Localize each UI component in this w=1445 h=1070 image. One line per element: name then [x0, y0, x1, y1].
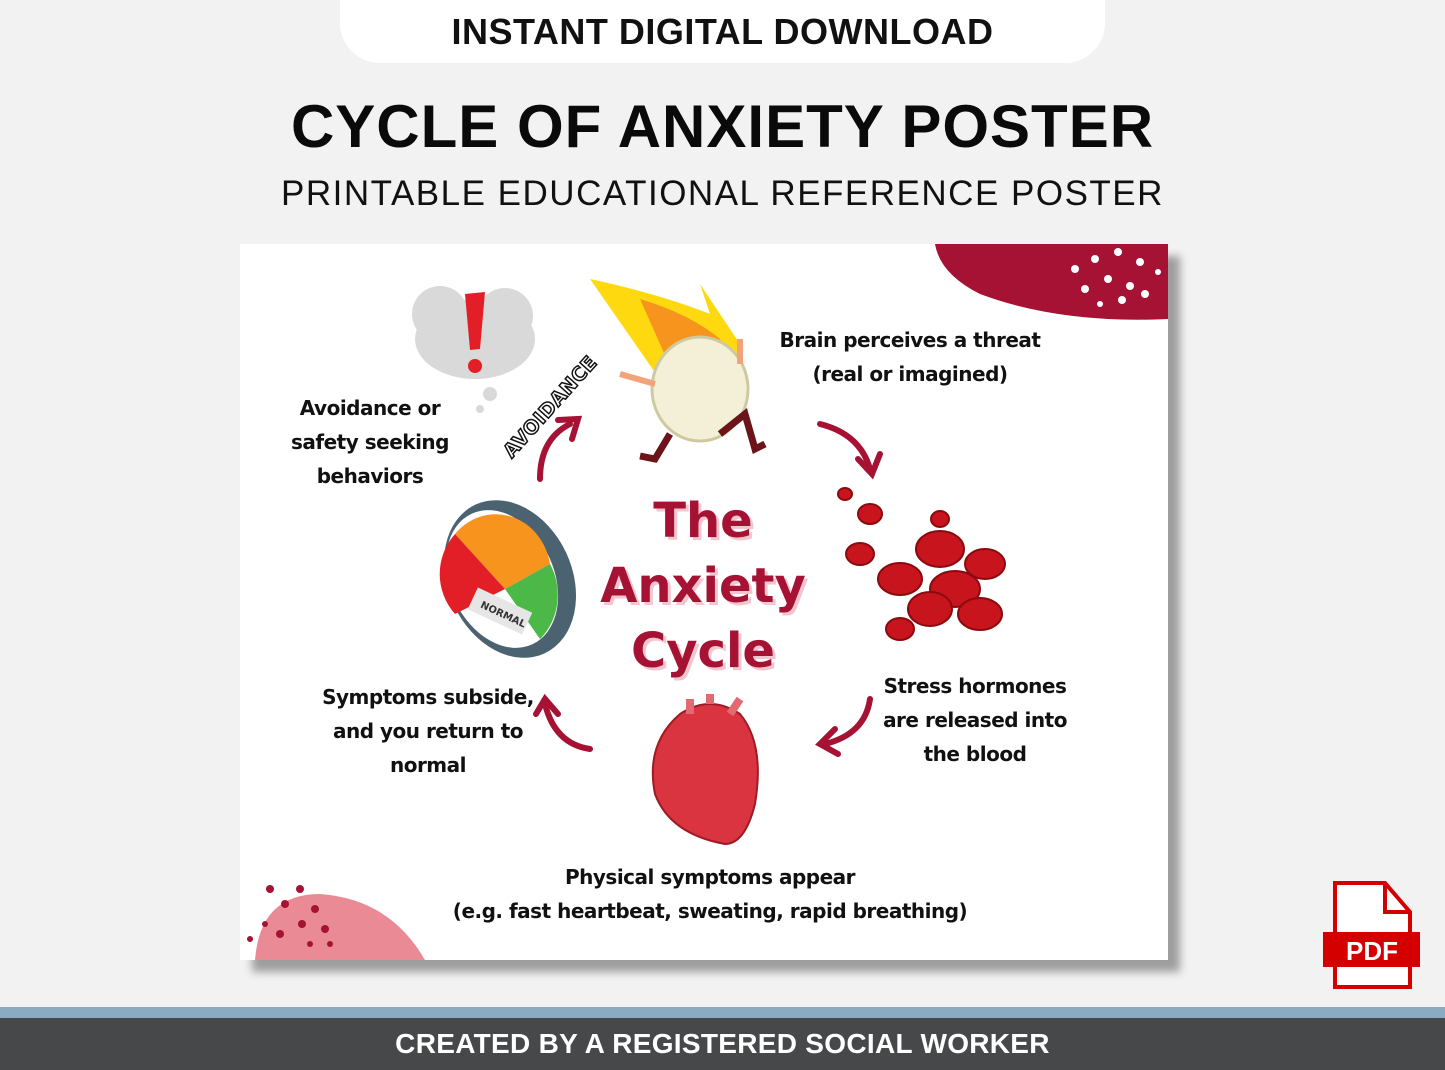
step-physical: Physical symptoms appear(e.g. fast heart… — [452, 865, 968, 923]
footer-bar: CREATED BY A REGISTERED SOCIAL WORKER — [0, 1018, 1445, 1070]
poster-illustrations: NORMAL — [247, 244, 1168, 960]
arrow-to-hormones — [817, 421, 873, 472]
heart-icon — [651, 694, 759, 846]
blood-cells-icon — [837, 487, 1006, 641]
arrow-to-subside — [542, 701, 593, 752]
step-threat: Brain perceives a threat(real or imagine… — [779, 328, 1041, 386]
corner-blob-bottom — [255, 894, 425, 960]
running-brain-icon — [590, 279, 767, 463]
page-title: CYCLE OF ANXIETY POSTER — [290, 93, 1155, 160]
corner-dots-bottom — [247, 885, 333, 947]
pdf-file-icon: PDF — [1323, 881, 1420, 989]
download-banner: INSTANT DIGITAL DOWNLOAD — [340, 0, 1105, 63]
pdf-label: PDF — [1346, 936, 1398, 966]
footer-stripe — [0, 1007, 1445, 1018]
arrow-to-threat — [537, 421, 573, 482]
footer-credit: CREATED BY A REGISTERED SOCIAL WORKER — [395, 1028, 1050, 1059]
corner-blob-top — [935, 244, 1168, 320]
gauge-icon: NORMAL — [439, 500, 577, 658]
corner-dots — [1071, 248, 1161, 307]
cycle-arrows — [533, 415, 883, 757]
page-subtitle: PRINTABLE EDUCATIONAL REFERENCE POSTER — [281, 174, 1164, 213]
download-label: INSTANT DIGITAL DOWNLOAD — [451, 11, 994, 52]
thought-cloud-icon — [412, 286, 535, 413]
arrow-to-physical — [822, 696, 873, 747]
